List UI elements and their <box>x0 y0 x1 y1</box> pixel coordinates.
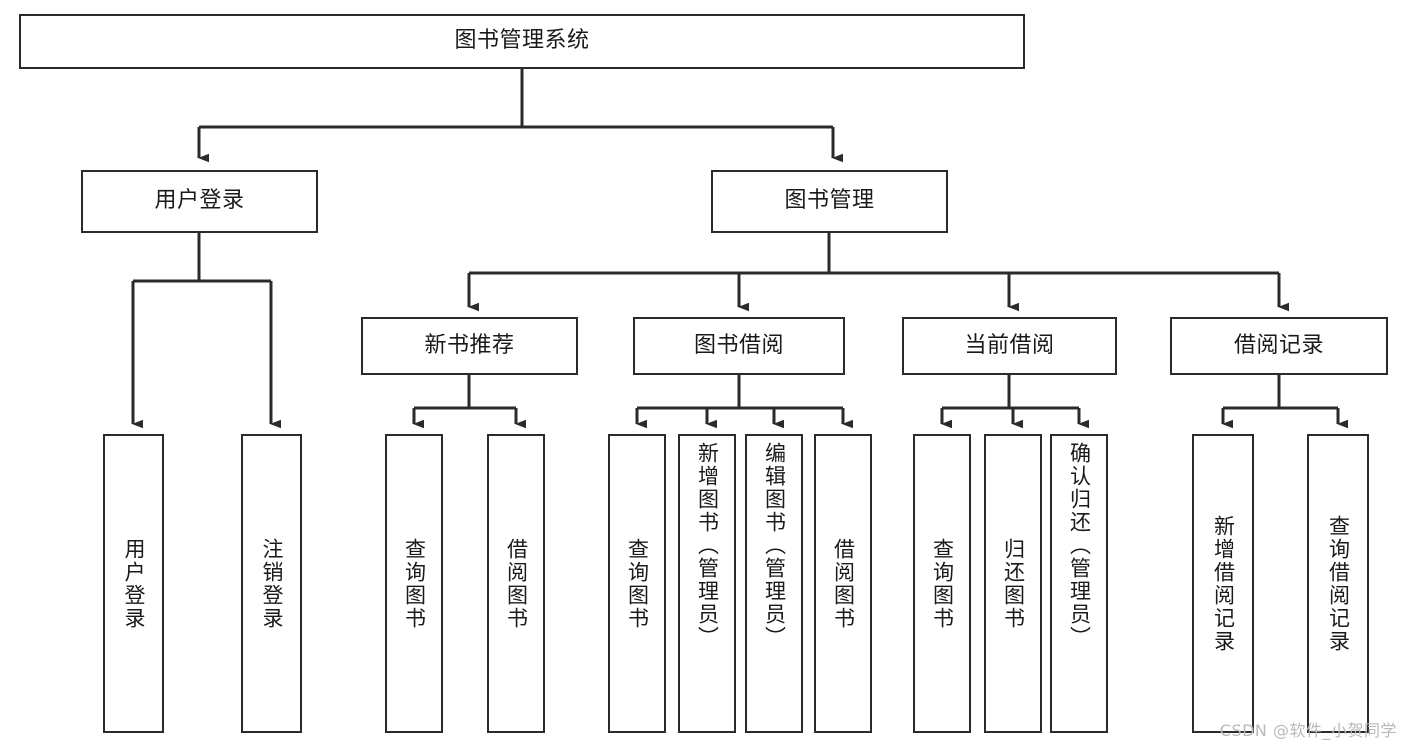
node-leaf-query-book-1[interactable]: 查询图书 <box>385 434 443 733</box>
node-borrow-record-label: 借阅记录 <box>1233 332 1324 358</box>
node-leaf-query-book-2-label: 查询图书 <box>625 537 650 630</box>
node-leaf-logout-label: 注销登录 <box>260 537 284 630</box>
node-leaf-query-book-2[interactable]: 查询图书 <box>608 434 666 733</box>
node-book-borrow-label: 图书借阅 <box>693 332 784 358</box>
node-leaf-query-record-label: 查询借阅记录 <box>1326 514 1351 653</box>
node-new-book-recommend-label: 新书推荐 <box>424 332 515 358</box>
node-current-borrow[interactable]: 当前借阅 <box>902 317 1117 375</box>
node-leaf-logout[interactable]: 注销登录 <box>241 434 302 733</box>
node-leaf-edit-book-label: 编辑图书（管理员） <box>762 442 787 649</box>
node-leaf-user-login[interactable]: 用户登录 <box>103 434 164 733</box>
node-leaf-borrow-book-1-label: 借阅图书 <box>504 537 529 630</box>
node-book-borrow[interactable]: 图书借阅 <box>633 317 845 375</box>
node-leaf-query-record[interactable]: 查询借阅记录 <box>1307 434 1369 733</box>
node-leaf-borrow-book-2-label: 借阅图书 <box>831 537 856 630</box>
node-leaf-return-book[interactable]: 归还图书 <box>984 434 1042 733</box>
node-user-login-label: 用户登录 <box>154 188 245 214</box>
node-leaf-query-book-3[interactable]: 查询图书 <box>913 434 971 733</box>
node-borrow-record[interactable]: 借阅记录 <box>1170 317 1388 375</box>
node-leaf-add-book[interactable]: 新增图书（管理员） <box>678 434 736 733</box>
node-user-login[interactable]: 用户登录 <box>81 170 318 233</box>
node-leaf-return-book-label: 归还图书 <box>1001 537 1026 630</box>
node-leaf-confirm-return[interactable]: 确认归还（管理员） <box>1050 434 1108 733</box>
node-book-manage-label: 图书管理 <box>784 188 875 214</box>
node-leaf-edit-book[interactable]: 编辑图书（管理员） <box>745 434 803 733</box>
node-current-borrow-label: 当前借阅 <box>964 332 1055 358</box>
node-leaf-add-book-label: 新增图书（管理员） <box>695 442 720 649</box>
node-leaf-confirm-return-label: 确认归还（管理员） <box>1067 442 1092 649</box>
node-new-book-recommend[interactable]: 新书推荐 <box>361 317 578 375</box>
node-leaf-add-record-label: 新增借阅记录 <box>1211 514 1236 653</box>
node-leaf-user-login-label: 用户登录 <box>122 537 146 630</box>
node-leaf-add-record[interactable]: 新增借阅记录 <box>1192 434 1254 733</box>
node-root-label: 图书管理系统 <box>454 28 590 54</box>
node-leaf-borrow-book-2[interactable]: 借阅图书 <box>814 434 872 733</box>
node-leaf-borrow-book-1[interactable]: 借阅图书 <box>487 434 545 733</box>
node-leaf-query-book-3-label: 查询图书 <box>930 537 955 630</box>
node-leaf-query-book-1-label: 查询图书 <box>402 537 427 630</box>
node-book-manage[interactable]: 图书管理 <box>711 170 948 233</box>
node-root[interactable]: 图书管理系统 <box>19 14 1025 69</box>
csdn-watermark: CSDN @软件_小贺同学 <box>1219 721 1397 740</box>
